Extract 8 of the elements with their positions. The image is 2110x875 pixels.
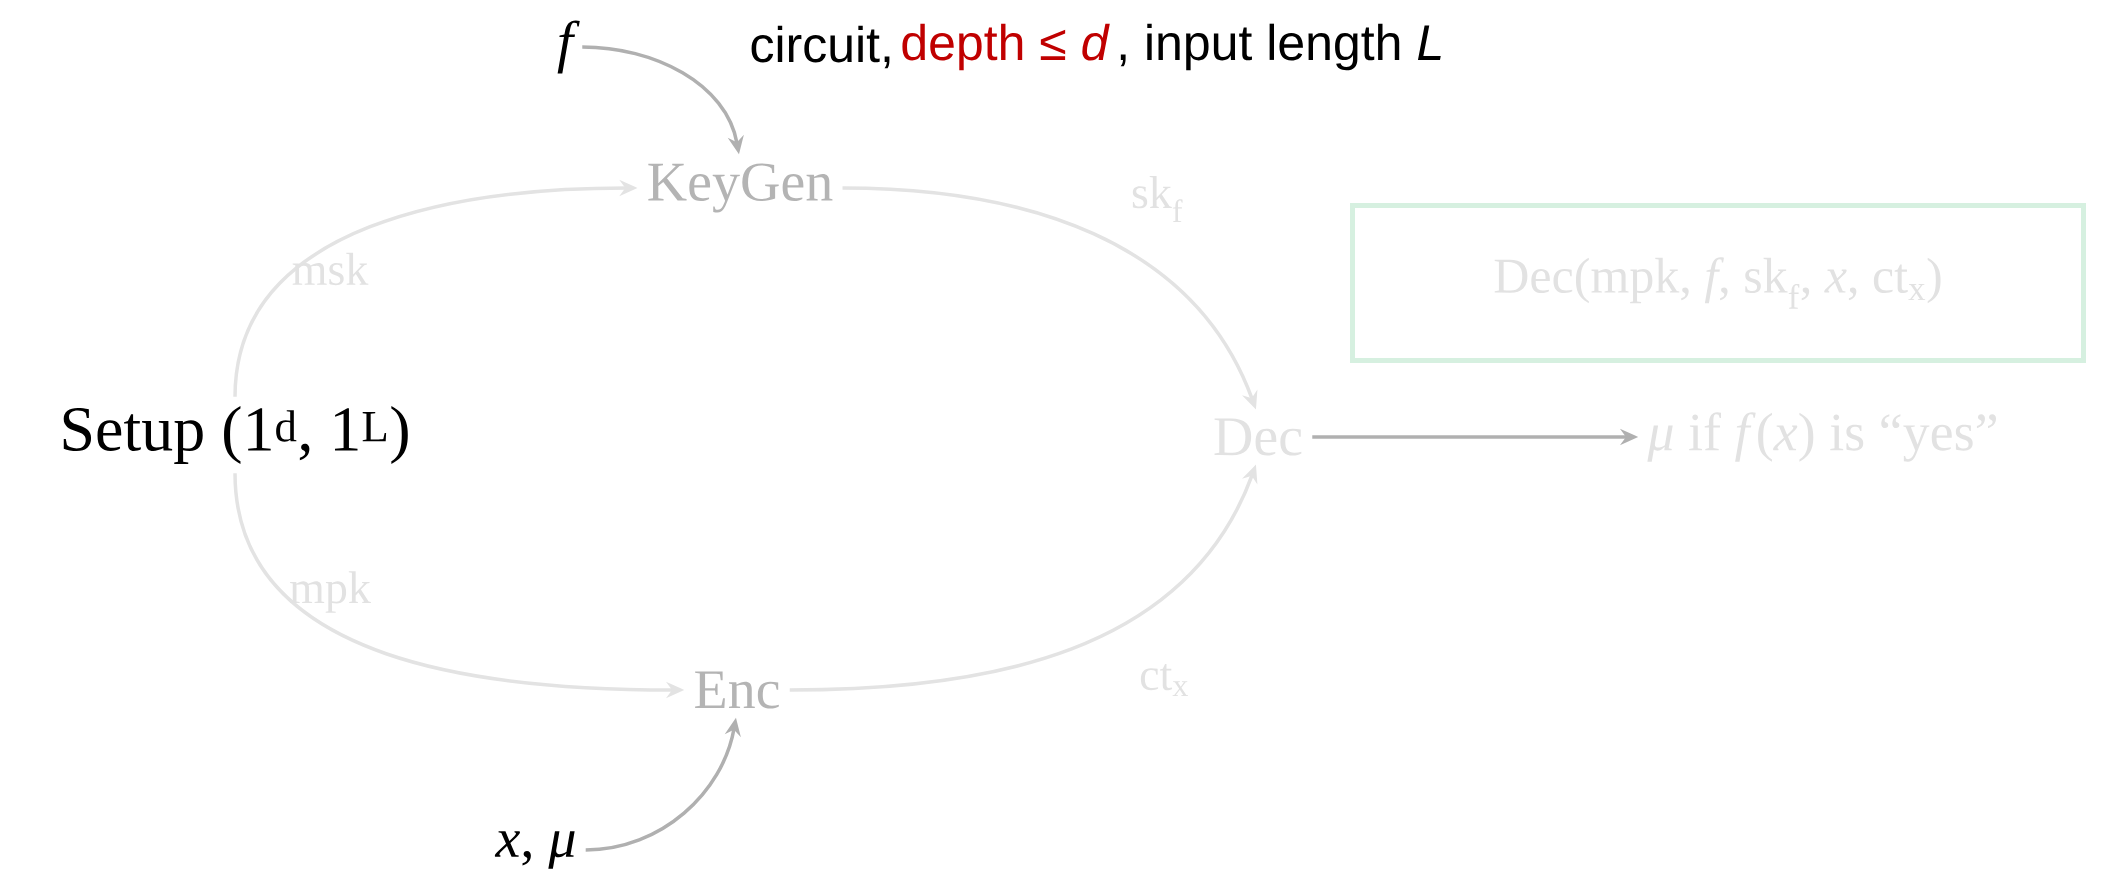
enc-label: Enc xyxy=(695,671,779,709)
setup-label: Setup (1$^{d}$, 1$^{L}$) xyxy=(63,405,408,464)
input-label: x, μ xyxy=(494,831,575,869)
function-label: f xyxy=(557,20,580,74)
annotation-text: , input length L xyxy=(1120,23,1441,71)
annotation-text: depth ≤ d xyxy=(902,23,1110,71)
annotation-text: circuit, xyxy=(751,25,890,69)
keygen-label: KeyGen xyxy=(648,163,833,213)
